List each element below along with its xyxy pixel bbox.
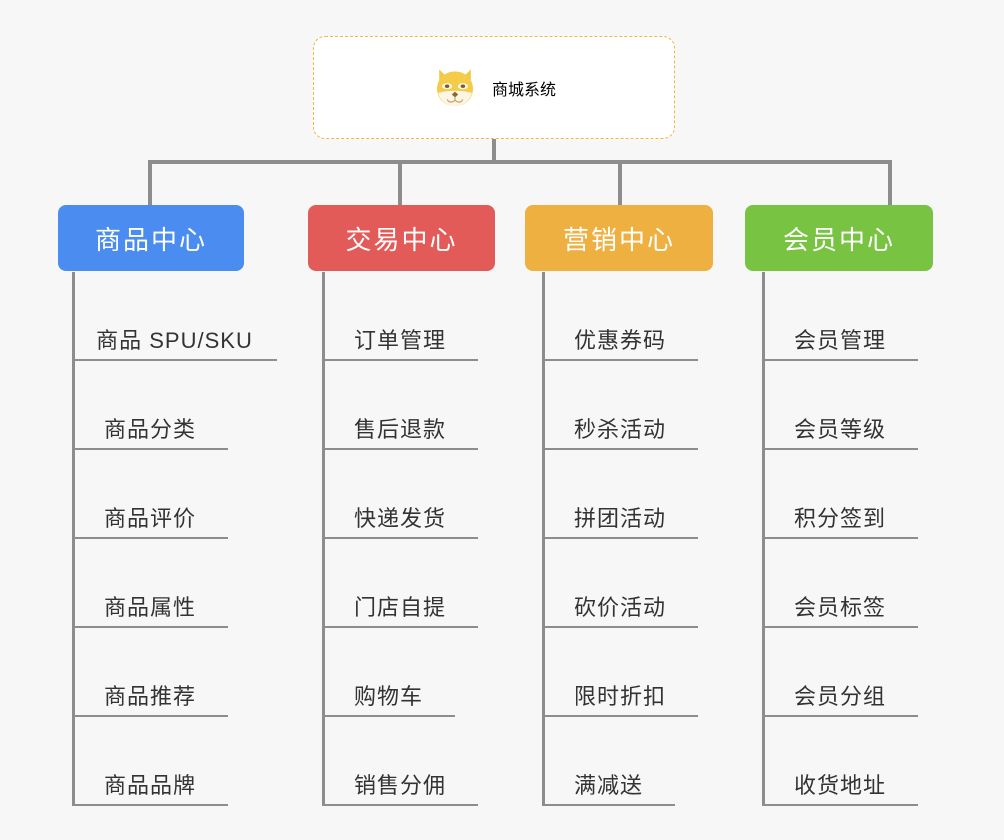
leaf-spine xyxy=(762,272,765,806)
leaf-item[interactable]: 订单管理 xyxy=(322,272,478,361)
category-label: 交易中心 xyxy=(345,224,458,255)
category-box-4[interactable]: 会员中心 xyxy=(745,205,933,271)
leaf-item[interactable]: 门店自提 xyxy=(322,539,478,628)
leaf-label: 商品推荐 xyxy=(103,683,196,709)
leaf-label: 商品 SPU/SKU xyxy=(96,327,253,353)
leaf-label: 满减送 xyxy=(573,772,643,798)
connector-drop-1 xyxy=(148,160,152,206)
leaf-item[interactable]: 商品属性 xyxy=(72,539,228,628)
leaf-item[interactable]: 收货地址 xyxy=(762,717,918,806)
leaf-item[interactable]: 秒杀活动 xyxy=(542,361,698,450)
leaf-label: 快递发货 xyxy=(353,505,446,531)
category-label: 商品中心 xyxy=(94,224,207,255)
leaf-label: 限时折扣 xyxy=(573,683,666,709)
category-box-3[interactable]: 营销中心 xyxy=(525,205,713,271)
leaf-item[interactable]: 售后退款 xyxy=(322,361,478,450)
leaf-label: 秒杀活动 xyxy=(573,416,666,442)
leaf-item[interactable]: 商品 SPU/SKU xyxy=(72,272,277,361)
leaf-label: 销售分佣 xyxy=(353,772,446,798)
leaf-item[interactable]: 销售分佣 xyxy=(322,717,478,806)
leaf-label: 砍价活动 xyxy=(573,594,666,620)
connector-drop-2 xyxy=(398,160,402,206)
leaf-label: 会员管理 xyxy=(793,327,886,353)
leaf-label: 门店自提 xyxy=(353,594,446,620)
category-box-1[interactable]: 商品中心 xyxy=(58,205,244,271)
leaf-label: 商品属性 xyxy=(103,594,196,620)
leaf-item[interactable]: 会员管理 xyxy=(762,272,918,361)
leaf-label: 会员标签 xyxy=(793,594,886,620)
leaf-item[interactable]: 商品推荐 xyxy=(72,628,228,717)
leaf-item[interactable]: 商品品牌 xyxy=(72,717,228,806)
leaf-item[interactable]: 会员等级 xyxy=(762,361,918,450)
category-label: 会员中心 xyxy=(782,224,895,255)
leaf-label: 商品品牌 xyxy=(103,772,196,798)
leaf-label: 售后退款 xyxy=(353,416,446,442)
leaf-item[interactable]: 快递发货 xyxy=(322,450,478,539)
category-box-2[interactable]: 交易中心 xyxy=(308,205,495,271)
connector-drop-3 xyxy=(618,160,622,206)
leaf-spine xyxy=(72,272,75,806)
leaf-spine xyxy=(322,272,325,806)
leaf-label: 优惠券码 xyxy=(573,327,666,353)
leaf-label: 购物车 xyxy=(353,683,423,709)
leaf-label: 会员分组 xyxy=(793,683,886,709)
leaf-label: 积分签到 xyxy=(793,505,886,531)
leaf-label: 商品评价 xyxy=(103,505,196,531)
shiba-dog-face-icon xyxy=(437,68,473,106)
root-title: 商城系统 xyxy=(491,81,556,99)
leaf-spine xyxy=(542,272,545,806)
leaf-item[interactable]: 商品评价 xyxy=(72,450,228,539)
leaf-label: 收货地址 xyxy=(793,772,886,798)
leaf-label: 拼团活动 xyxy=(573,505,666,531)
leaf-item[interactable]: 商品分类 xyxy=(72,361,228,450)
leaf-label: 会员等级 xyxy=(793,416,886,442)
leaf-item[interactable]: 砍价活动 xyxy=(542,539,698,628)
leaf-item[interactable]: 会员标签 xyxy=(762,539,918,628)
category-label: 营销中心 xyxy=(562,224,675,255)
leaf-item[interactable]: 限时折扣 xyxy=(542,628,698,717)
leaf-label: 订单管理 xyxy=(353,327,446,353)
connector-drop-4 xyxy=(888,160,892,206)
leaf-label: 商品分类 xyxy=(103,416,196,442)
leaf-item[interactable]: 会员分组 xyxy=(762,628,918,717)
leaf-item[interactable]: 拼团活动 xyxy=(542,450,698,539)
connector-root-stem xyxy=(492,139,496,164)
connector-horizontal-bus xyxy=(148,160,892,164)
leaf-item[interactable]: 优惠券码 xyxy=(542,272,698,361)
leaf-item[interactable]: 购物车 xyxy=(322,628,455,717)
leaf-item[interactable]: 积分签到 xyxy=(762,450,918,539)
leaf-item[interactable]: 满减送 xyxy=(542,717,675,806)
root-node[interactable]: 商城系统 xyxy=(313,36,675,139)
